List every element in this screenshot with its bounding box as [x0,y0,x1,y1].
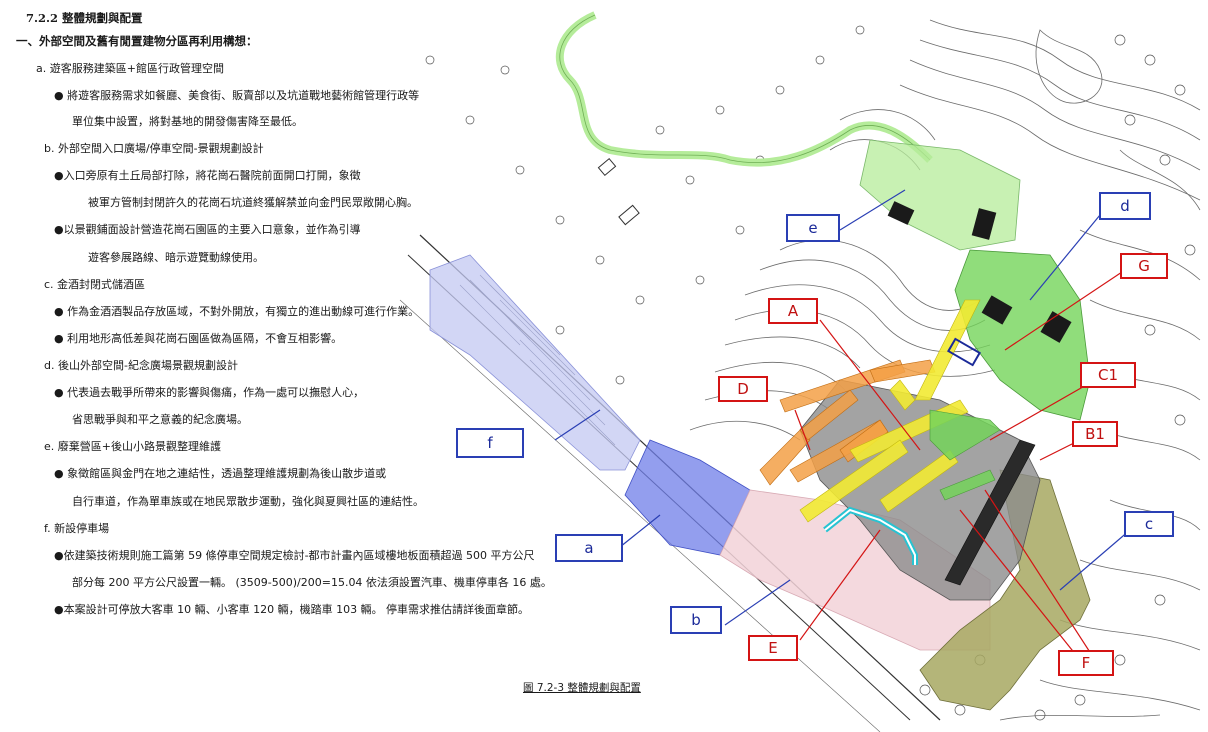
item-b-bullet-2: ●以景觀鋪面設計營造花崗石園區的主要入口意象，並作為引導 [54,223,361,236]
plan-label-F: F [1058,650,1114,676]
item-f-bullet-2: ●本案設計可停放大客車 10 輛、小客車 120 輛，機踏車 103 輛。 停車… [54,603,530,616]
plan-label-c: c [1124,511,1174,537]
building-e3 [618,204,640,226]
road-edge-3 [399,299,881,732]
item-a-bullet-1: ● 將遊客服務需求如餐廳、美食街、販賣部以及坑道戰地藝術館管理行政等 [54,89,420,102]
zone-f-parking [429,254,641,471]
item-c-label: c. 金酒封閉式儲酒區 [44,278,146,291]
zone-e-area [859,139,1021,251]
item-b-label: b. 外部空間入口廣場/停車空間-景觀規劃設計 [44,142,264,155]
item-d-bullet-1-cont: 省思戰爭與和平之意義的紀念廣場。 [72,413,248,426]
plan-label-B1: B1 [1072,421,1118,447]
zone-D-orange [759,359,936,486]
b1-corridor [944,439,1036,586]
item-f-bullet-1-cont: 部分每 200 平方公尺設置一輛。 (3509-500)/200=15.04 依… [72,576,552,589]
figure-caption: 圖 7.2-3 整體規劃與配置 [523,682,641,694]
item-a-bullet-1-cont: 單位集中設置，將對基地的開發傷害降至最低。 [72,115,303,128]
building-e2 [971,208,997,240]
item-d-label: d. 後山外部空間-紀念廣場景觀規劃設計 [44,359,238,372]
plan-label-a: a [555,534,623,562]
item-b-bullet-1: ●入口旁原有土丘局部打除，將花崗石醫院前面開口打開，象徵 [54,169,361,182]
item-f-label: f. 新設停車場 [44,522,110,535]
parking-stall-lines [459,274,616,446]
item-e-bullet-1-cont: 自行車道，作為單車族或在地民眾散步運動，強化與夏興社區的連結性。 [72,495,424,508]
red-leader-lines [794,269,1126,661]
building-e1 [887,201,915,225]
plan-label-A: A [768,298,818,324]
green-strip-2 [939,469,996,501]
plan-label-G: G [1120,253,1168,279]
item-e-bullet-1: ● 象徵館區與金門在地之連結性，透過整理維護規劃為後山散步道或 [54,467,387,480]
zone-c-area [919,469,1091,711]
building-d2 [1040,311,1072,343]
item-b-bullet-2-cont: 遊客參展路線、暗示遊覽動線使用。 [88,251,264,264]
plan-label-D: D [718,376,768,402]
building-d1 [981,295,1013,325]
item-c-bullet-2: ● 利用地形高低差與花崗石園區做為區隔，不會互相影響。 [54,332,343,345]
plan-label-b: b [670,606,722,634]
section-title: 7.2.2 整體規劃與配置 [26,11,143,25]
item-c-bullet-1: ● 作為金酒酒製品存放區域，不對外開放，有獨立的進出動線可進行作業。 [54,305,420,318]
plan-label-d: d [1099,192,1151,220]
plan-label-C1: C1 [1080,362,1136,388]
item-f-bullet-1: ●依建築技術規則施工篇第 59 條停車空間規定檢討-都市計畫內區域樓地板面積超過… [54,549,535,562]
zone-e-path-edge [559,14,931,164]
e-cyan-route-inner [824,508,916,565]
building-e4 [597,157,617,177]
plan-label-e: e [786,214,840,242]
section-heading: 一、外部空間及舊有閒置建物分區再利用構想： [16,34,258,48]
g-blue-box [947,337,981,367]
plan-label-f: f [456,428,524,458]
tree-symbols [425,25,1196,721]
item-b-bullet-1-cont: 被軍方管制封閉許久的花崗石坑道終獲解禁並向金門民眾敞開心胸。 [88,196,418,209]
green-strip [929,409,1001,461]
item-d-bullet-1: ● 代表過去戰爭所帶來的影響與傷痛，作為一處可以撫慰人心， [54,386,365,399]
plan-label-E: E [748,635,798,661]
item-e-label: e. 廢棄營區+後山小路景觀整理維護 [44,440,221,453]
item-a-label: a. 遊客服務建築區+館區行政管理空間 [36,62,224,75]
